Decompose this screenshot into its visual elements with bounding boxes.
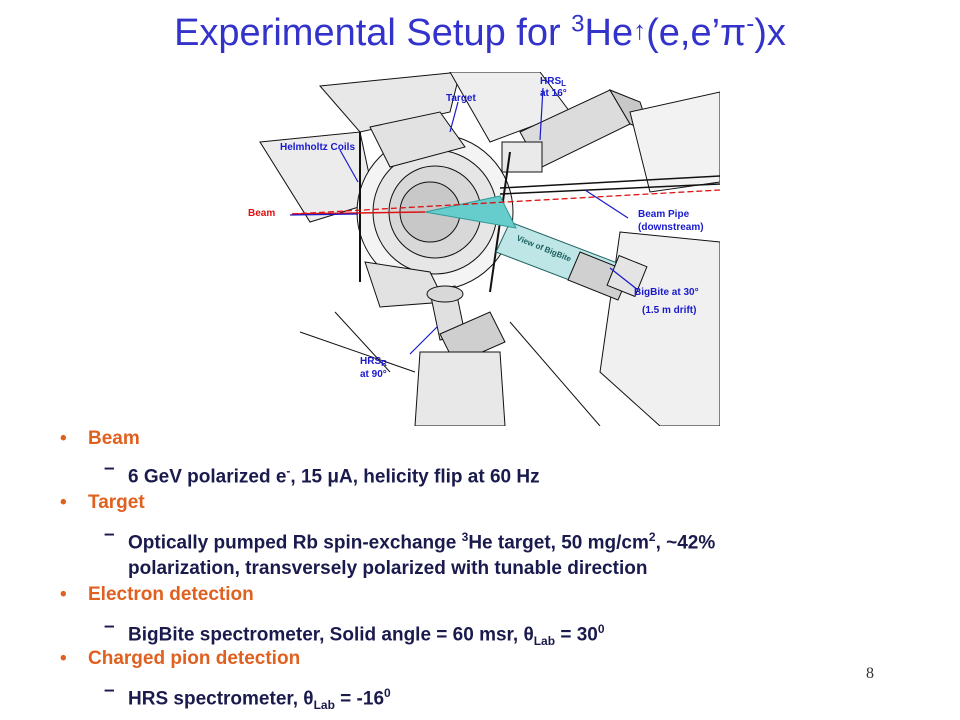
hrsr-angle: at 90° [360,369,387,380]
experimental-setup-diagram: HRSL at 16° Target Helmholtz Coils Beam … [248,72,720,426]
hrsl-angle: at 16° [540,88,567,99]
slide-title: Experimental Setup for 3He↑(e,e’π-)x [174,10,786,54]
hrsr-label: HRSR [360,356,387,368]
beam-label: Beam [248,208,275,219]
hrsl-label: HRSL [540,76,566,88]
target-label: Target [446,93,476,104]
drift-label: (1.5 m drift) [642,305,696,316]
downstream-label: (downstream) [638,222,704,233]
bigbite-label: BigBite at 30° [634,287,699,298]
helmholtz-label: Helmholtz Coils [280,142,355,153]
beampipe-label: Beam Pipe [638,209,690,220]
page-number: 8 [866,665,874,682]
